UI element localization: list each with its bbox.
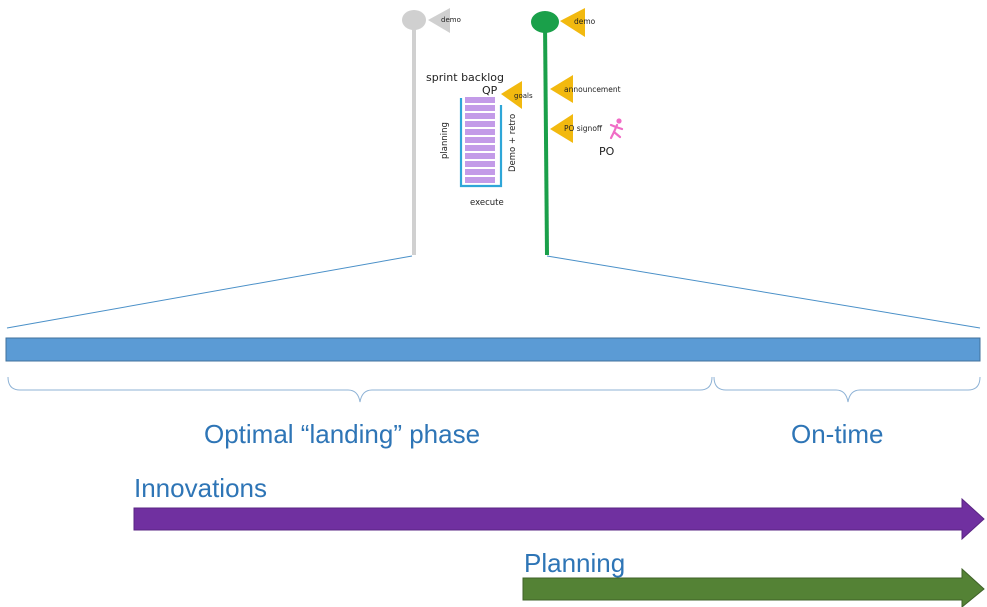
planning-arrow [522, 567, 985, 607]
po-label: PO [599, 145, 615, 158]
grey-demo-flag-icon [428, 8, 450, 33]
green-demo-flag-label: demo [574, 17, 596, 26]
announcement-flag-icon [550, 75, 573, 103]
zoom-line-left [6, 255, 413, 329]
planning-label: Planning [524, 548, 625, 578]
po-signoff-flag-label: PO signoff [564, 124, 603, 133]
innovations-arrow [133, 497, 985, 541]
demo-retro-vertical-label: Demo + retro [508, 114, 518, 172]
announcement-flag-label: announcement [564, 85, 621, 94]
timeline-bar [5, 337, 981, 362]
qp-label: QP [482, 84, 498, 97]
green-pole-top [531, 11, 559, 33]
ontime-brace [713, 376, 981, 403]
sprint-backlog-label: sprint backlog [426, 71, 504, 84]
green-demo-flag-icon [560, 8, 585, 37]
po-signoff-flag-icon [550, 114, 573, 143]
innovations-label: Innovations [134, 473, 267, 503]
grey-demo-flag-label: demo [441, 16, 461, 24]
green-pole-stick [543, 21, 549, 256]
sprint-backlog-stack [465, 97, 495, 183]
zoom-line-right [546, 255, 981, 329]
grey-pole-group: demo [402, 8, 461, 255]
ontime-label: On-time [791, 419, 883, 449]
landing-phase-brace [7, 376, 713, 403]
planning-vertical-label: planning [440, 122, 450, 159]
green-pole-group: demo announcement PO signoff PO [531, 8, 624, 256]
running-person-icon [609, 118, 624, 140]
goals-flag-icon [501, 81, 522, 109]
execute-label: execute [470, 198, 504, 208]
landing-phase-label: Optimal “landing” phase [204, 419, 480, 449]
sprint-cycle-outline [459, 98, 503, 188]
sprint-cycle-group: sprint backlog QP goals planning Demo + … [426, 71, 533, 208]
grey-pole-top [402, 10, 426, 30]
goals-flag-label: goals [514, 92, 533, 100]
